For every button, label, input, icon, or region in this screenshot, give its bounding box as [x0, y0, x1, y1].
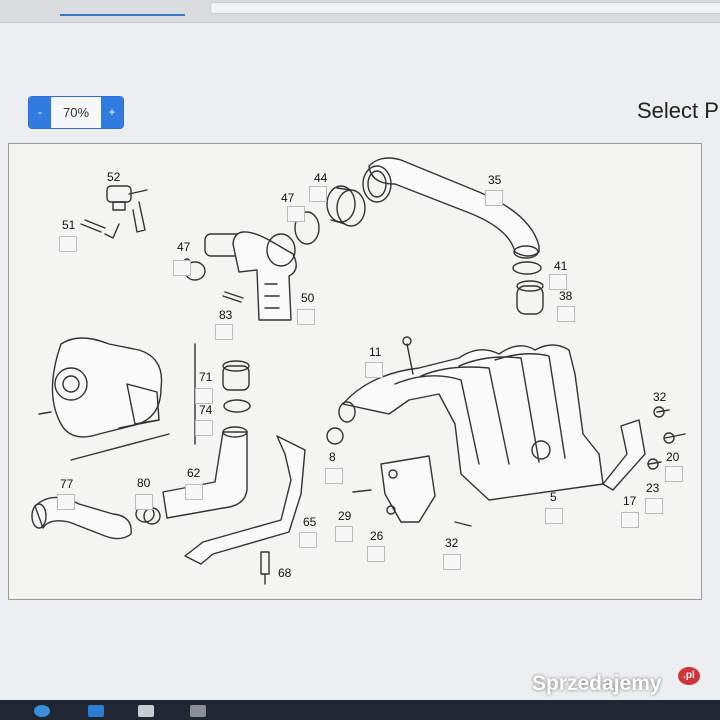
part-checkbox[interactable]: [57, 494, 75, 510]
part-label[interactable]: 47: [281, 191, 295, 205]
hose-44-drawing: [326, 185, 366, 227]
active-tab-indicator[interactable]: [60, 14, 185, 16]
part-checkbox[interactable]: [135, 494, 153, 510]
browser-icon[interactable]: [34, 705, 50, 717]
browser-toolbar: [0, 0, 720, 23]
part-label[interactable]: 35: [488, 173, 502, 187]
part-checkbox[interactable]: [367, 546, 385, 562]
part-checkbox[interactable]: [335, 526, 353, 542]
part-checkbox[interactable]: [297, 309, 315, 325]
part-label[interactable]: 41: [554, 259, 568, 273]
taskbar: [0, 700, 720, 720]
bracket-65-drawing: [184, 435, 306, 585]
part-label[interactable]: 26: [370, 529, 384, 543]
part-checkbox[interactable]: [443, 554, 461, 570]
part-checkbox[interactable]: [287, 206, 305, 222]
part-checkbox[interactable]: [621, 512, 639, 528]
parts-diagram: 52 51 47 44 47 35 41 38 50 83 11 71 74 6…: [8, 143, 702, 600]
part-label[interactable]: 50: [301, 291, 315, 305]
address-field[interactable]: [210, 2, 720, 14]
part-checkbox[interactable]: [325, 468, 343, 484]
part-label[interactable]: 65: [303, 515, 317, 529]
folder-icon[interactable]: [138, 705, 154, 717]
part-label[interactable]: 23: [646, 481, 660, 495]
part-checkbox[interactable]: [665, 466, 683, 482]
part-label[interactable]: 74: [199, 403, 213, 417]
part-checkbox[interactable]: [215, 324, 233, 340]
part-label[interactable]: 5: [550, 490, 557, 504]
watermark-badge: .pl: [678, 667, 700, 685]
part-label[interactable]: 11: [369, 345, 382, 359]
page-title: Select P: [637, 98, 719, 123]
part-checkbox[interactable]: [185, 484, 203, 500]
part-checkbox[interactable]: [195, 388, 213, 404]
zoom-control: - 70% +: [29, 97, 123, 128]
part-label[interactable]: 51: [62, 218, 76, 232]
watermark-logo: Sprzedajemy: [532, 672, 662, 695]
actuator-52-drawing: [80, 185, 148, 239]
part-label[interactable]: 62: [187, 466, 201, 480]
bracket-17-drawing: [602, 406, 686, 491]
part-label[interactable]: 32: [445, 536, 459, 550]
part-label[interactable]: 32: [653, 390, 667, 404]
part-checkbox[interactable]: [309, 186, 327, 202]
part-checkbox[interactable]: [557, 306, 575, 322]
part-label[interactable]: 29: [338, 509, 352, 523]
part-label[interactable]: 8: [329, 450, 336, 464]
bracket-26-drawing: [352, 455, 472, 527]
part-checkbox[interactable]: [365, 362, 383, 378]
part-label[interactable]: 20: [666, 450, 680, 464]
part-checkbox[interactable]: [549, 274, 567, 290]
part-label[interactable]: 77: [60, 477, 74, 491]
pipe-62-drawing: [162, 426, 248, 519]
zoom-level: 70%: [51, 97, 101, 128]
part-checkbox[interactable]: [545, 508, 563, 524]
part-label[interactable]: 68: [278, 566, 292, 580]
zoom-out-button[interactable]: -: [29, 97, 51, 128]
clamp-41-drawing: [512, 261, 544, 315]
parts-diagram-drawing: [31, 157, 686, 585]
housing-50-drawing: [204, 231, 297, 321]
part-label[interactable]: 38: [559, 289, 573, 303]
intake-manifold-drawing: [326, 336, 604, 501]
part-label[interactable]: 83: [219, 308, 233, 322]
part-label[interactable]: 44: [314, 171, 328, 185]
mail-icon[interactable]: [88, 705, 104, 717]
part-checkbox[interactable]: [645, 498, 663, 514]
part-label[interactable]: 17: [623, 494, 637, 508]
part-label[interactable]: 52: [107, 170, 121, 184]
part-checkbox[interactable]: [299, 532, 317, 548]
part-label[interactable]: 47: [177, 240, 191, 254]
part-checkbox[interactable]: [195, 420, 213, 436]
intake-pipe-drawing: [362, 157, 540, 259]
part-checkbox[interactable]: [59, 236, 77, 252]
zoom-in-button[interactable]: +: [101, 97, 123, 128]
app-icon[interactable]: [190, 705, 206, 717]
part-label[interactable]: 80: [137, 476, 151, 490]
part-label[interactable]: 71: [199, 370, 213, 384]
part-checkbox[interactable]: [485, 190, 503, 206]
browser-screen: - 70% + Select P: [0, 0, 720, 700]
turbocharger-drawing: [38, 337, 170, 461]
part-checkbox[interactable]: [173, 260, 191, 276]
